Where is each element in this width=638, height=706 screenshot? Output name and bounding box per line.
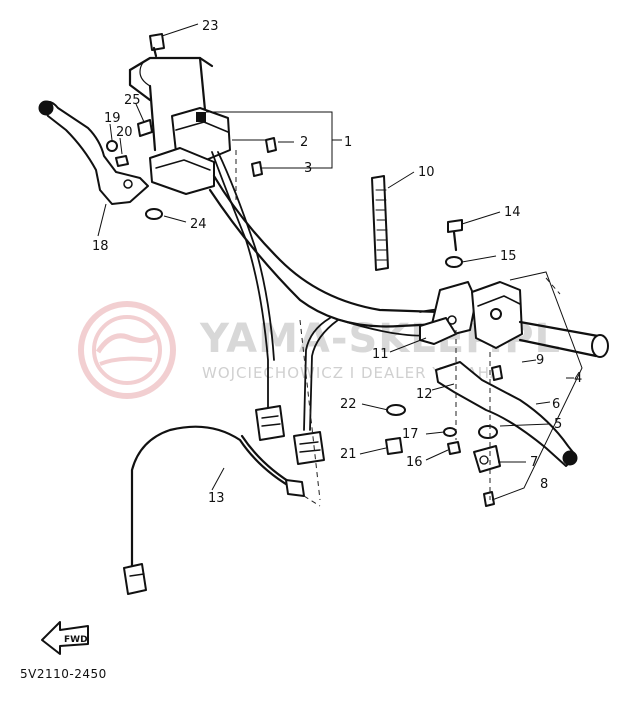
bracket-11-part	[419, 317, 457, 345]
fwd-label: FWD	[64, 635, 88, 645]
callout-25: 25	[124, 93, 141, 108]
cable-end-lower	[123, 563, 147, 595]
screw-3-part	[251, 161, 263, 177]
bolt-21-part	[385, 437, 403, 455]
callout-5: 5	[554, 417, 562, 432]
fwd-arrow-icon	[41, 621, 89, 655]
clutch-lever-part	[41, 100, 149, 205]
callout-18: 18	[92, 239, 109, 254]
housing-screw	[196, 112, 206, 122]
handlebar-and-wiring	[208, 150, 458, 501]
screw-25-part	[137, 119, 153, 137]
nut-17-part	[443, 427, 457, 437]
callout-2: 2	[300, 135, 308, 150]
callout-12: 12	[416, 387, 433, 402]
callout-23: 23	[202, 19, 219, 34]
brake-lever-ball	[562, 450, 578, 466]
throttle-grip-end	[591, 334, 609, 358]
cable-tie-10	[371, 175, 389, 271]
callout-19: 19	[104, 111, 121, 126]
callout-24: 24	[190, 217, 207, 232]
dust-cover-5-part	[478, 425, 498, 439]
callout-10: 10	[418, 165, 435, 180]
watermark-subtitle: WOJCIECHOWICZ I DEALER YAMAHA	[202, 364, 501, 382]
connector-left	[255, 405, 285, 441]
callout-22: 22	[340, 397, 357, 412]
callout-7: 7	[530, 455, 538, 470]
washer-22-part	[386, 404, 406, 416]
callout-8: 8	[540, 477, 548, 492]
right-handlebar-assembly	[385, 219, 609, 507]
callout-14: 14	[504, 205, 521, 220]
callout-13: 13	[208, 491, 225, 506]
callout-4: 4	[574, 371, 582, 386]
callout-3: 3	[304, 161, 312, 176]
callout-17: 17	[402, 427, 419, 442]
fwd-arrow: FWD	[41, 621, 89, 655]
collar-24-part	[145, 208, 163, 220]
watermark-logo	[78, 301, 176, 399]
washer-15-part	[445, 256, 463, 268]
left-handlebar-assembly	[38, 33, 277, 220]
washer-20-part	[115, 155, 129, 167]
callout-20: 20	[116, 125, 133, 140]
callout-1: 1	[344, 135, 352, 150]
screw-2-part	[265, 137, 277, 153]
bolt-16-part	[447, 441, 461, 455]
diagram-code: 5V2110-2450	[20, 667, 107, 681]
callout-16: 16	[406, 455, 423, 470]
callouts: 23 25 19 20 18 24 2 3 1 10 14 15 11 9 4 …	[92, 19, 582, 506]
callout-9: 9	[536, 353, 544, 368]
connector-right	[293, 431, 325, 465]
lever-ball-end	[38, 100, 54, 116]
nut-19-part	[106, 140, 118, 152]
bolt-23-part	[149, 33, 165, 51]
callout-6: 6	[552, 397, 560, 412]
bolt-14-part	[447, 219, 463, 233]
clutch-bracket-part	[149, 147, 215, 195]
callout-15: 15	[500, 249, 517, 264]
cable-end-upper	[285, 479, 305, 497]
screw-9-part	[491, 365, 503, 381]
cable-13	[123, 425, 321, 595]
screw-8-part	[483, 491, 495, 507]
leader-lines	[97, 23, 583, 501]
callout-11: 11	[372, 347, 389, 362]
callout-21: 21	[340, 447, 357, 462]
